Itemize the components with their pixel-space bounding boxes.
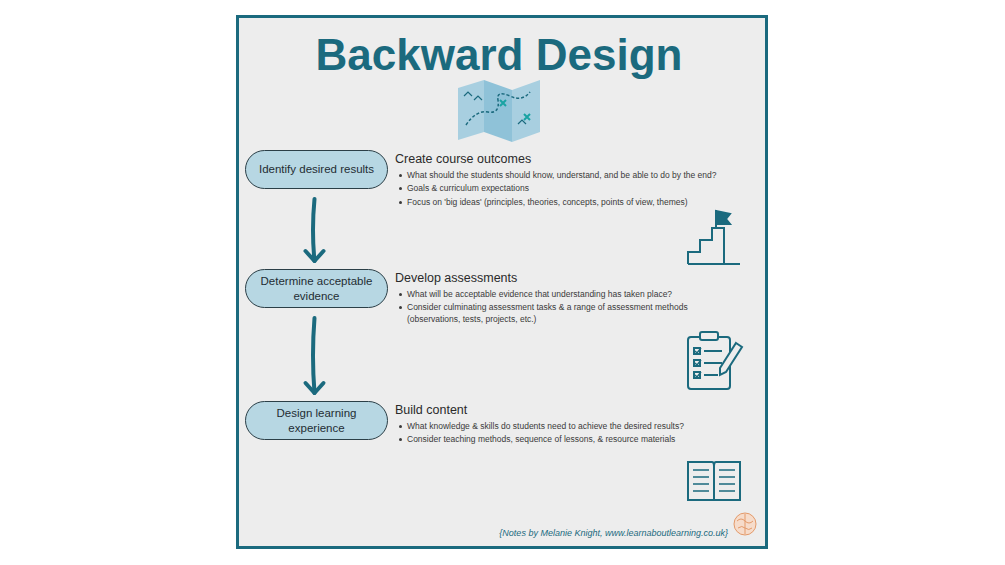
clipboard-icon xyxy=(688,332,742,389)
arrow-shaft xyxy=(313,199,315,261)
bullet-text: What should the students should know, un… xyxy=(407,170,717,180)
section-heading: Build content xyxy=(395,403,467,417)
brain-logo xyxy=(734,513,756,535)
step-label: Determine acceptable evidence xyxy=(254,274,379,303)
arrow-head xyxy=(306,383,324,393)
step-pill: Identify desired results xyxy=(245,150,388,189)
bullet-dot xyxy=(399,174,402,177)
footer-note: {Notes by Melanie Knight, www.learnabout… xyxy=(499,528,728,538)
bullet-point: Focus on 'big ideas' (principles, theori… xyxy=(398,197,728,208)
map-icon xyxy=(458,80,540,142)
bullet-point: Consider teaching methods, sequence of l… xyxy=(398,434,728,445)
flow-arrow xyxy=(306,318,324,393)
bullet-dot xyxy=(399,201,402,204)
bullet-dot xyxy=(399,187,402,190)
step-pill: Design learning experience xyxy=(245,401,388,440)
bullet-text: Consider culminating assessment tasks & … xyxy=(407,302,688,323)
bullet-dot xyxy=(399,438,402,441)
step-label: Identify desired results xyxy=(259,162,374,176)
title: Backward Design xyxy=(316,30,683,80)
bullet-point: What will be acceptable evidence that un… xyxy=(398,289,728,300)
section-heading: Develop assessments xyxy=(395,271,517,285)
bullet-dot xyxy=(399,306,402,309)
bullet-text: What will be acceptable evidence that un… xyxy=(407,289,672,299)
step-label: Design learning experience xyxy=(254,406,379,435)
bullet-text: What knowledge & skills do students need… xyxy=(407,421,684,431)
bullet-point: Consider culminating assessment tasks & … xyxy=(398,302,728,325)
bullet-point: What knowledge & skills do students need… xyxy=(398,421,728,432)
stairs-flag-icon xyxy=(688,210,740,264)
flow-arrow xyxy=(306,199,324,261)
bullet-point: Goals & curriculum expectations xyxy=(398,183,728,194)
arrow-shaft xyxy=(313,318,315,393)
arrow-head xyxy=(306,251,324,261)
bullet-dot xyxy=(399,425,402,428)
bullet-text: Focus on 'big ideas' (principles, theori… xyxy=(407,197,688,207)
section-heading: Create course outcomes xyxy=(395,152,531,166)
bullet-text: Consider teaching methods, sequence of l… xyxy=(407,434,675,444)
book-icon xyxy=(688,462,740,500)
bullet-dot xyxy=(399,293,402,296)
bullet-point: What should the students should know, un… xyxy=(398,170,728,181)
bullet-text: Goals & curriculum expectations xyxy=(407,183,529,193)
step-pill: Determine acceptable evidence xyxy=(245,269,388,308)
